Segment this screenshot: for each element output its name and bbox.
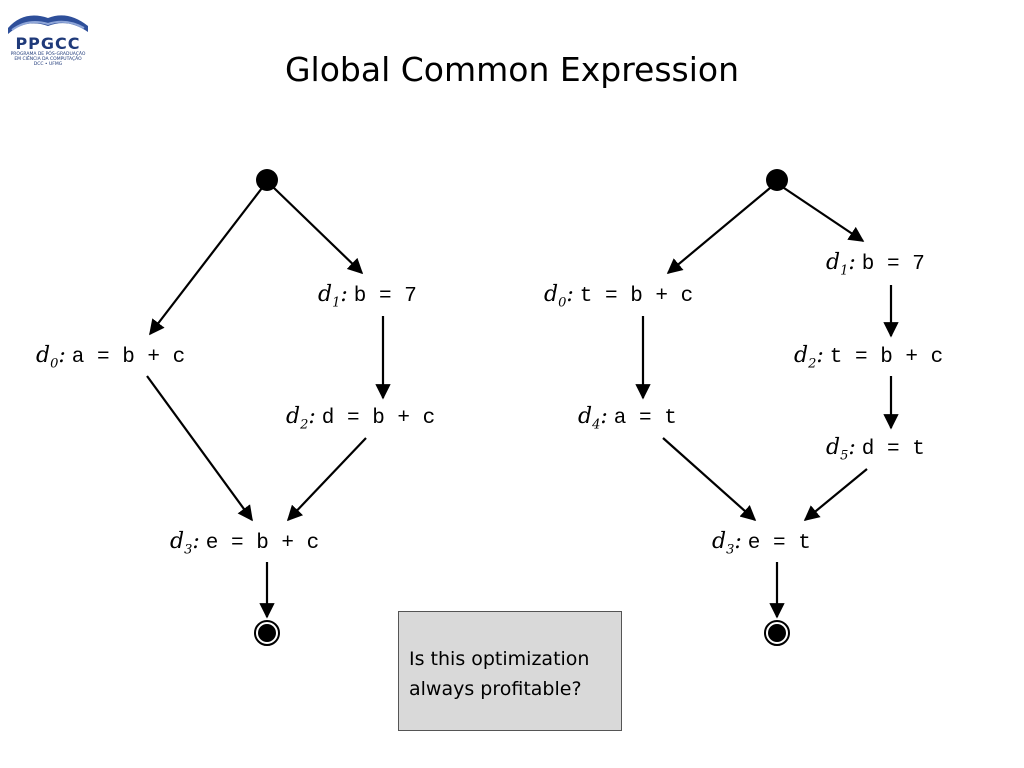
right-node-d0-code: t = b + c: [579, 285, 694, 308]
logo-text: PPGCC: [15, 34, 81, 53]
edge-left-d0-d3: [146, 375, 253, 522]
right-node-d1-code: b = 7: [861, 253, 925, 276]
left-exit-node: [254, 620, 280, 646]
right-node-d3-code: e = t: [747, 532, 811, 555]
edge-right-entry-d0: [666, 187, 771, 274]
logo-subtitle-1: PROGRAMA DE PÓS-GRADUAÇÃO: [10, 52, 86, 57]
left-node-d0-code: a = b + c: [71, 346, 186, 369]
slide-title: Global Common Expression: [284, 50, 739, 89]
ppgcc-logo: PPGCC PROGRAMA DE PÓS-GRADUAÇÃO EM CIÊNC…: [4, 6, 92, 68]
question-line-1: Is this optimization: [409, 648, 590, 670]
logo-subtitle-2: EM CIÊNCIA DA COMPUTAÇÃO: [14, 57, 82, 62]
right-node-d2-code: t = b + c: [829, 346, 944, 369]
question-box: Is this optimization always profitable?: [398, 611, 622, 731]
right-node-d1: d1:b = 7: [826, 250, 925, 279]
edge-right-d5-d3: [803, 468, 868, 521]
edge-right-d4-d3: [662, 437, 757, 522]
right-node-d0: d0:t = b + c: [544, 282, 694, 311]
right-node-d3: d3:e = t: [712, 529, 811, 558]
logo-emblem-icon: [8, 15, 88, 35]
question-line-2: always profitable?: [409, 678, 582, 700]
edge-left-entry-d0: [149, 187, 263, 336]
edge-left-entry-d1: [273, 187, 364, 275]
logo-subtitle-3: DCC • UFMG: [33, 62, 63, 67]
right-entry-node: [766, 169, 788, 191]
left-entry-node: [256, 169, 278, 191]
right-exit-node: [764, 620, 790, 646]
right-node-d4: d4:a = t: [578, 404, 677, 433]
edge-left-d2-d3: [286, 437, 367, 522]
left-node-d2: d2:d = b + c: [286, 404, 436, 433]
left-node-d2-code: d = b + c: [321, 407, 436, 430]
left-node-d0: d0:a = b + c: [36, 343, 186, 372]
right-node-d5-code: d = t: [861, 438, 925, 461]
left-node-d3-code: e = b + c: [205, 532, 320, 555]
left-node-d3: d3:e = b + c: [170, 529, 320, 558]
right-node-d5: d5:d = t: [826, 435, 925, 464]
edge-right-entry-d1: [783, 187, 865, 242]
left-node-d1-code: b = 7: [353, 285, 417, 308]
right-node-d2: d2:t = b + c: [794, 343, 944, 372]
left-node-d1: d1:b = 7: [318, 282, 417, 311]
right-node-d4-code: a = t: [613, 407, 677, 430]
